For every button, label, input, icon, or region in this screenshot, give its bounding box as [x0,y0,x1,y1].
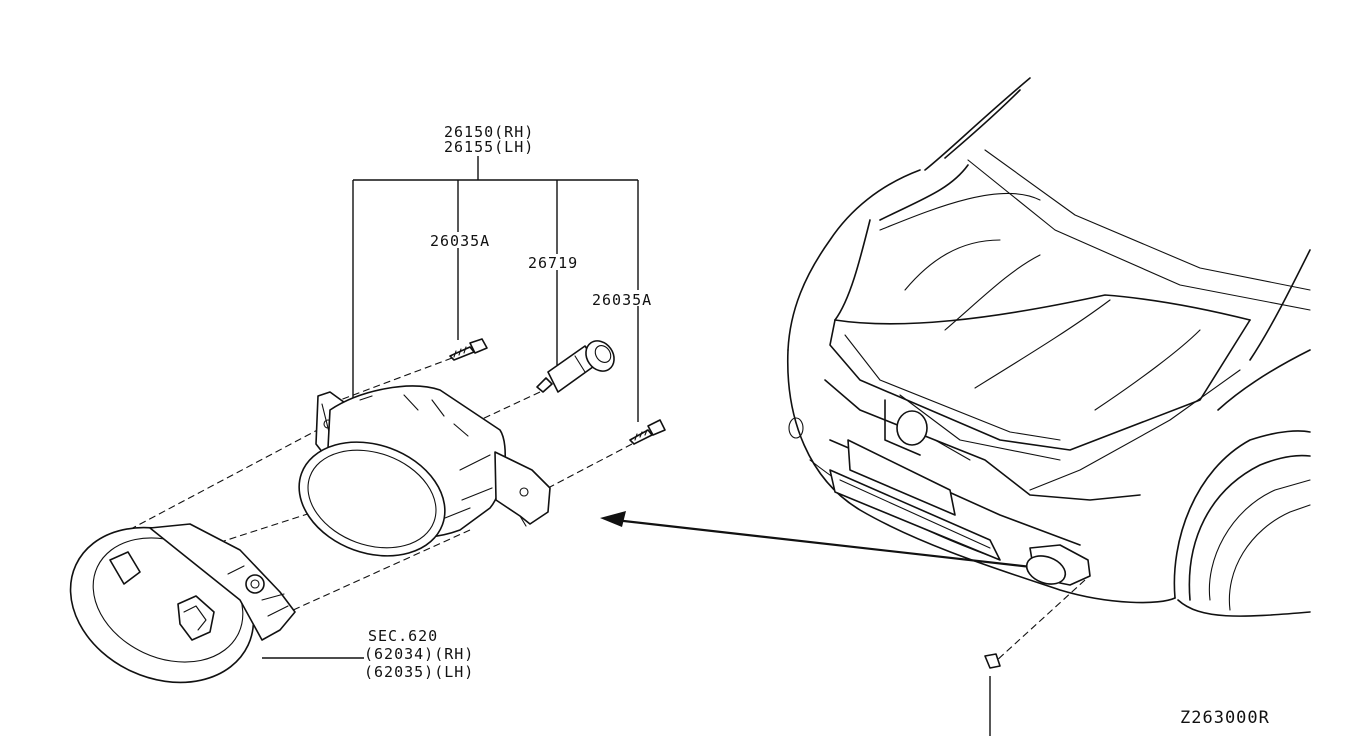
assembly-dashed-lines [94,357,1086,663]
callout-screw-lower: 26035A [592,291,653,309]
clip-part [984,653,1001,736]
callout-bulb: 26719 [528,254,579,272]
callout-screw-upper: 26035A [430,232,491,250]
screw-upper-part [449,338,488,361]
callout-lamp-rh: 26150(RH) [444,123,535,141]
vehicle-front-view [786,77,1311,617]
bumper-bezel-part [69,523,364,684]
location-arrow [600,511,1041,570]
screw-lower-part [629,419,666,445]
callout-lamp-lh: 26155(LH) [444,138,535,156]
bulb-part [536,340,615,393]
callout-bezel-lh: (62035)(LH) [364,663,475,681]
callout-bezel-section: SEC.620 [368,627,439,645]
fog-lamp-housing [298,385,551,557]
callout-bezel-rh: (62034)(RH) [364,645,475,663]
diagram-id-label: Z263000R [1180,708,1270,728]
callout-leader-bracket [352,156,639,422]
